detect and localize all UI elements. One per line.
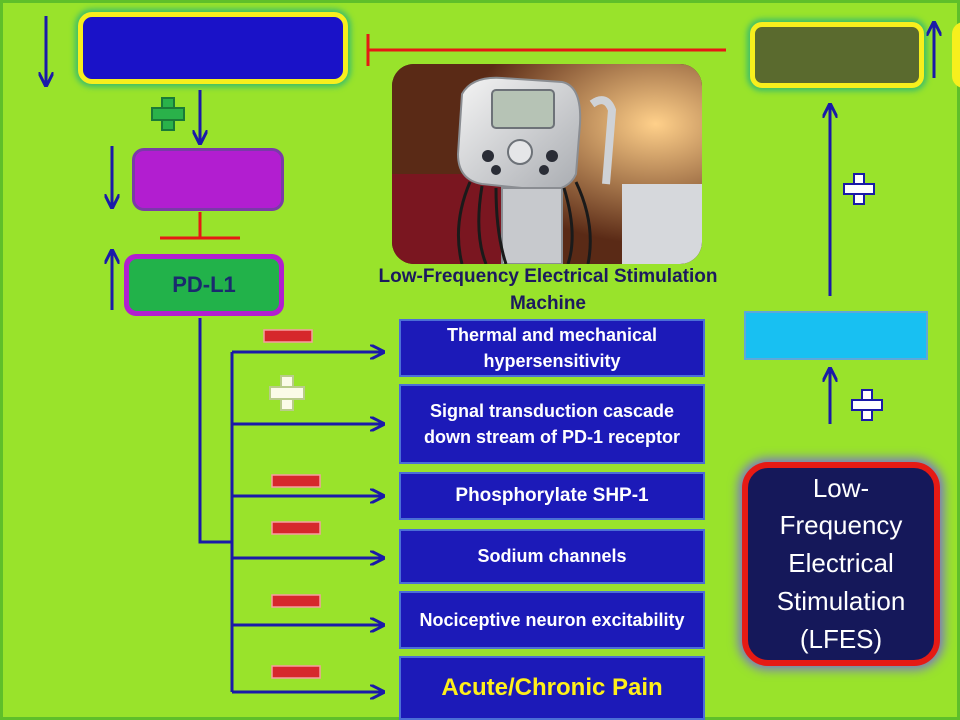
outcome-sodium-channels: Sodium channels bbox=[399, 529, 705, 584]
minus-icon-1 bbox=[263, 329, 313, 343]
outcome-shp1: Phosphorylate SHP-1 bbox=[399, 472, 705, 520]
device-caption: Low-Frequency Electrical Stimulation Mac… bbox=[378, 266, 718, 314]
minus-icon-5 bbox=[271, 594, 321, 608]
plus-icon-green bbox=[151, 97, 185, 131]
outcome-hypersensitivity: Thermal and mechanical hypersensitivity bbox=[399, 319, 705, 377]
pdl1-trunk bbox=[198, 318, 232, 544]
outcome-pain: Acute/Chronic Pain bbox=[399, 656, 705, 720]
plus-icon-lower-right bbox=[851, 389, 883, 421]
cyan-node bbox=[744, 311, 928, 360]
pd-l1-inner: PD-L1 bbox=[129, 259, 279, 311]
right-edge-node bbox=[952, 22, 960, 88]
outcome-label: Signal transduction cascade down stream … bbox=[423, 400, 681, 447]
plus-icon-upper-right bbox=[843, 173, 875, 205]
top-left-node bbox=[78, 12, 348, 84]
pd-l1-node: PD-L1 bbox=[124, 254, 284, 316]
top-right-node bbox=[750, 22, 924, 88]
pd-l1-label: PD-L1 bbox=[172, 272, 236, 297]
minus-icon-4 bbox=[271, 521, 321, 535]
purple-node bbox=[132, 148, 284, 211]
plus-icon-white-tree bbox=[269, 375, 305, 411]
outcome-signal-transduction: Signal transduction cascade down stream … bbox=[399, 384, 705, 464]
minus-icon-3 bbox=[271, 474, 321, 488]
minus-icon-6 bbox=[271, 665, 321, 679]
outcome-label: Sodium channels bbox=[477, 546, 627, 567]
outcome-nociceptive-excitability: Nociceptive neuron excitability bbox=[399, 591, 705, 649]
outcome-label: Phosphorylate SHP-1 bbox=[455, 485, 649, 507]
outcome-label: Acute/Chronic Pain bbox=[441, 673, 663, 701]
device-illustration bbox=[392, 64, 702, 264]
lfes-box: Low-Frequency Electrical Stimulation (LF… bbox=[742, 462, 940, 666]
outcome-label: Thermal and mechanical hypersensitivity bbox=[446, 324, 658, 371]
lfes-label: Low-Frequency Electrical Stimulation (LF… bbox=[776, 472, 906, 654]
outcome-label: Nociceptive neuron excitability bbox=[419, 609, 685, 630]
stimulation-device-photo bbox=[392, 64, 702, 264]
